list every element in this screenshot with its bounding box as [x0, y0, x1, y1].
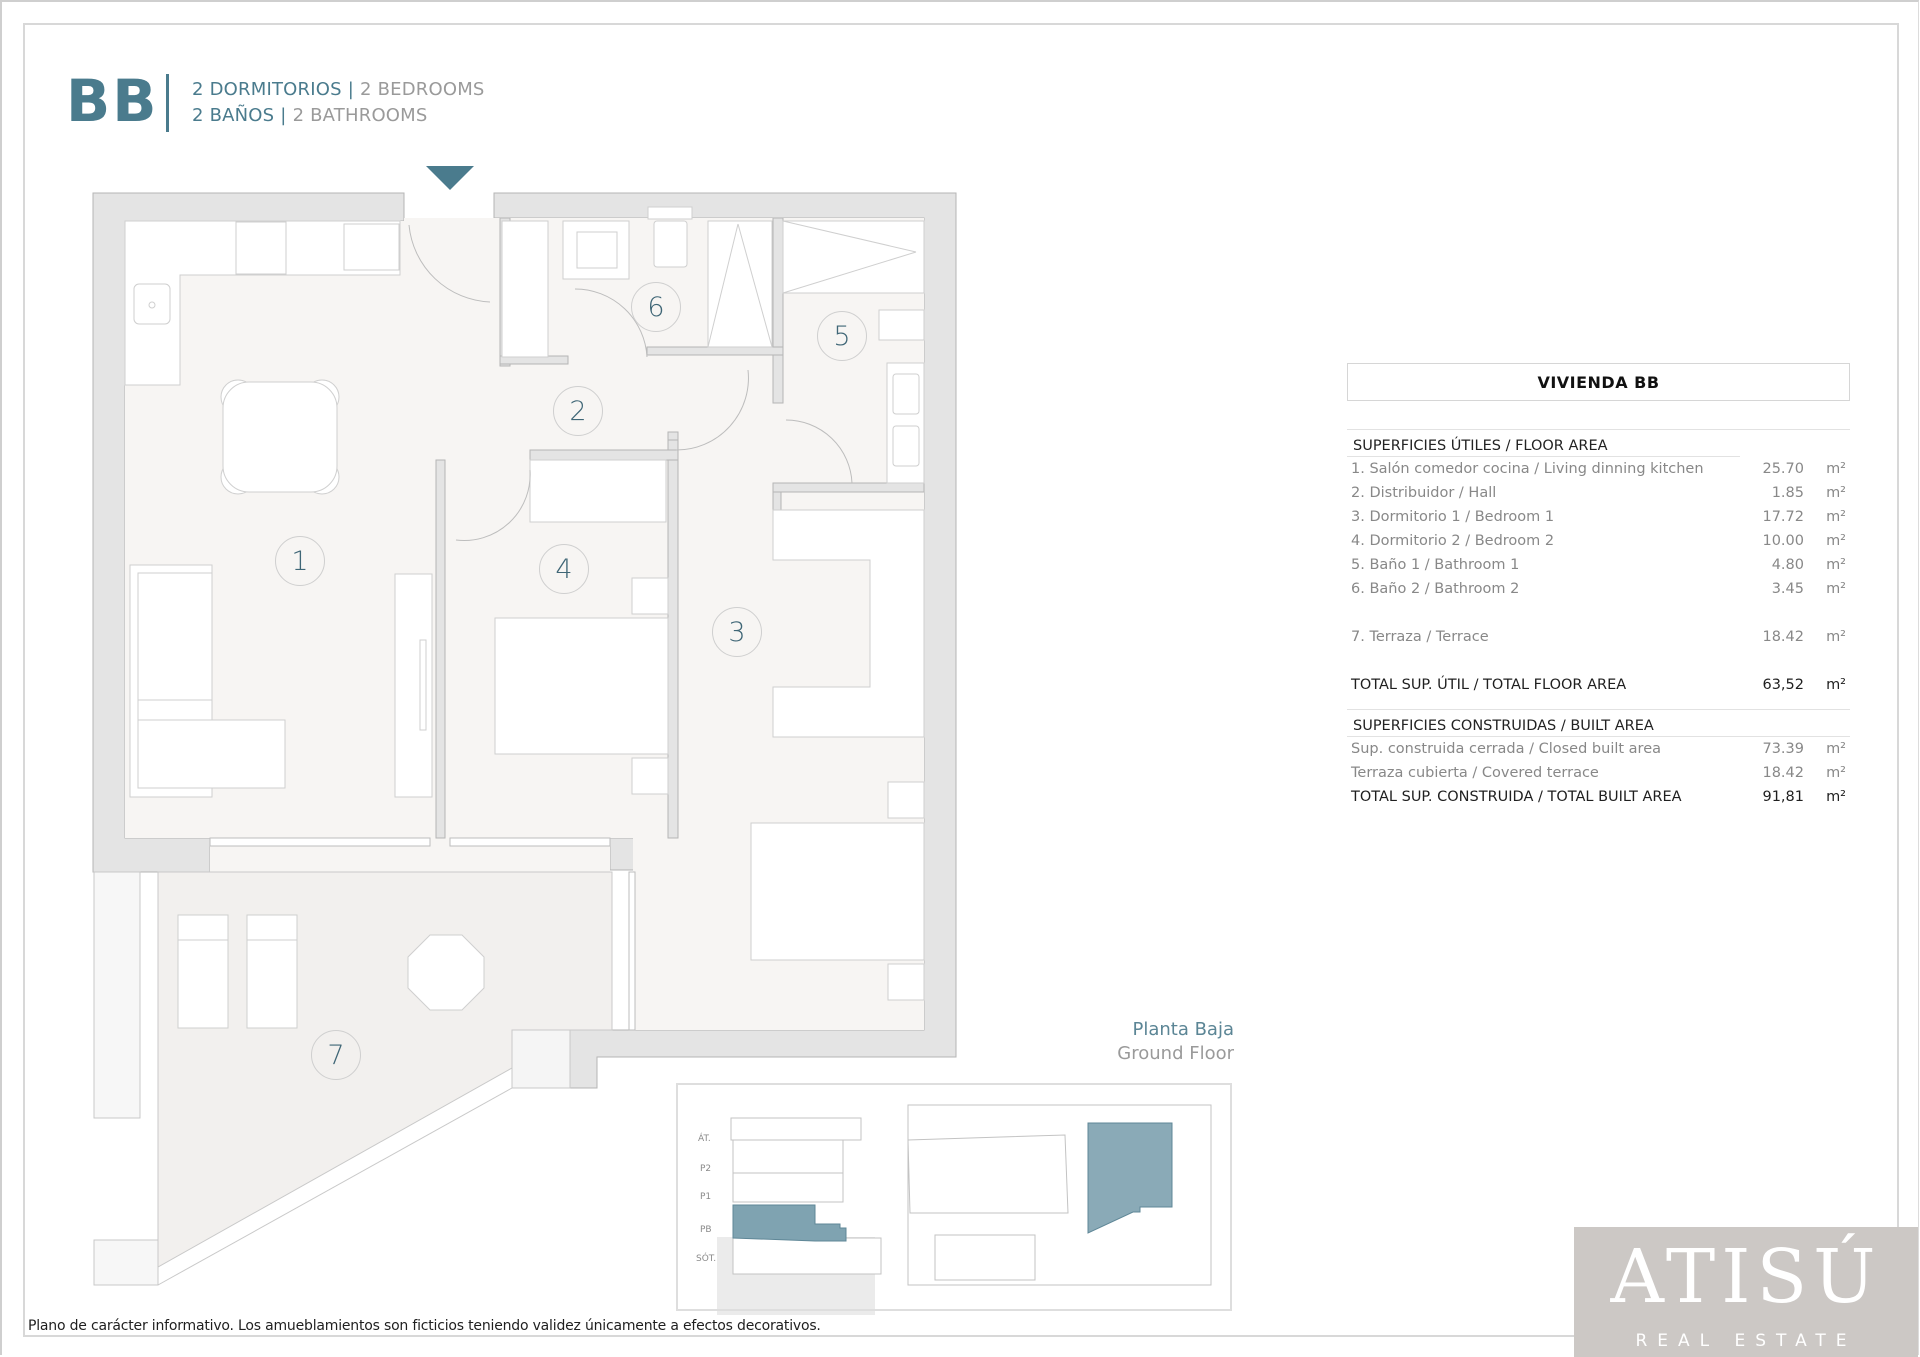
terrace-furniture	[177, 914, 485, 1029]
terrace	[93, 871, 613, 1286]
total-built-area-row: TOTAL SUP. CONSTRUIDA / TOTAL BUILT AREA…	[1351, 789, 1846, 805]
kitchen-units	[124, 220, 401, 386]
bathroom-5-fixtures	[782, 220, 925, 484]
windows	[209, 837, 636, 1031]
floor-name: Planta Baja Ground Floor	[1117, 1019, 1234, 1064]
page-frame	[23, 23, 1899, 1337]
key-plan-section	[717, 1117, 882, 1315]
area-table: VIVIENDA BB SUPERFICIES ÚTILES / FLOOR A…	[1347, 363, 1850, 809]
disclaimer: Plano de carácter informativo. Los amueb…	[28, 1318, 821, 1334]
divider	[1347, 736, 1850, 737]
table-row: Sup. construida cerrada / Closed built a…	[1351, 741, 1846, 757]
logo-wordmark: ATISÚ	[1610, 1234, 1882, 1320]
hall-wardrobe	[501, 220, 549, 358]
level-label-at: ÁT.	[698, 1134, 711, 1144]
bathrooms-line: 2 BAÑOS|2 BATHROOMS	[192, 105, 428, 126]
living-furniture	[129, 564, 433, 798]
floor-area-heading: SUPERFICIES ÚTILES / FLOOR AREA	[1347, 429, 1850, 456]
bedroom-3-furniture	[750, 509, 925, 1001]
level-label-p2: P2	[700, 1164, 712, 1174]
level-label-p1: P1	[700, 1192, 712, 1202]
divider	[1347, 456, 1740, 457]
brand-logo: ATISÚ REAL ESTATE	[1574, 1227, 1918, 1357]
built-area-heading: SUPERFICIES CONSTRUIDAS / BUILT AREA	[1347, 709, 1850, 736]
bedrooms-line: 2 DORMITORIOS|2 BEDROOMS	[192, 79, 485, 100]
unit-summary: 2 DORMITORIOS|2 BEDROOMS 2 BAÑOS|2 BATHR…	[192, 77, 485, 129]
dining-table	[220, 379, 340, 495]
key-plan-frame	[676, 1083, 1232, 1311]
logo-tagline: REAL ESTATE	[1635, 1331, 1857, 1351]
room-label-4: 4	[539, 544, 589, 594]
room-label-5: 5	[817, 311, 867, 361]
header-divider	[166, 74, 169, 132]
level-label-sot: SÓT.	[696, 1254, 717, 1264]
unit-code: BB	[66, 67, 159, 135]
key-plan-site	[907, 1104, 1212, 1286]
level-label-pb: PB	[700, 1225, 712, 1235]
entrance-arrow-icon	[426, 166, 474, 190]
room-label-1: 1	[275, 536, 325, 586]
bathroom-6-fixtures	[562, 206, 773, 348]
room-label-2: 2	[553, 386, 603, 436]
bedroom-4-furniture	[494, 459, 669, 795]
table-title: VIVIENDA BB	[1347, 363, 1850, 401]
table-row: 1. Salón comedor cocina / Living dinning…	[1351, 461, 1846, 477]
room-label-6: 6	[631, 282, 681, 332]
room-label-3: 3	[712, 607, 762, 657]
room-label-7: 7	[311, 1030, 361, 1080]
